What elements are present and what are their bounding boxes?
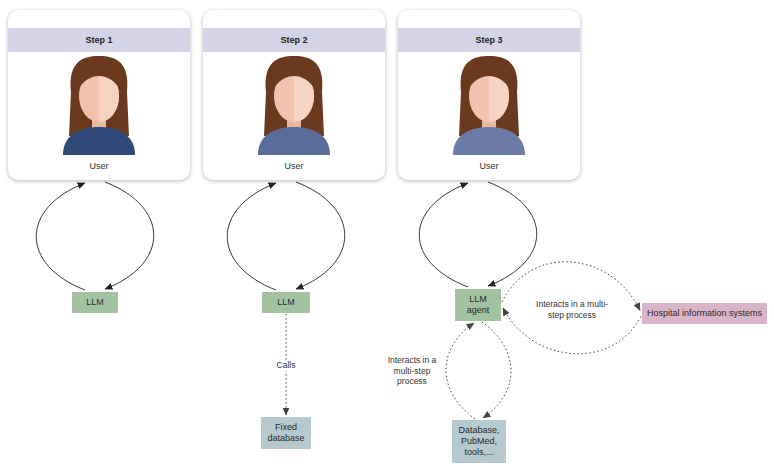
connector xyxy=(227,183,276,290)
connector-stroke xyxy=(419,183,468,287)
edge-label-holder: Calls xyxy=(266,360,306,371)
box-label: LLM agent xyxy=(460,294,496,316)
box-label: Hospital information systems xyxy=(647,308,762,319)
box-label: LLM xyxy=(77,297,113,308)
step-title: Step 2 xyxy=(280,35,307,45)
user-label: User xyxy=(479,161,498,171)
step-card: User Step 3 xyxy=(398,10,580,180)
user-label: User xyxy=(89,161,108,171)
connector xyxy=(296,182,345,289)
step-title: Step 3 xyxy=(475,35,502,45)
box-label: Database, PubMed, tools,... xyxy=(457,425,501,458)
connector xyxy=(419,183,468,287)
connector-stroke xyxy=(105,182,154,289)
connector xyxy=(502,262,641,354)
connector-stroke xyxy=(296,182,345,289)
step-title: Step 1 xyxy=(85,35,112,45)
step-header: Step 2 xyxy=(203,28,385,52)
connector xyxy=(488,182,537,286)
connector-stroke xyxy=(446,323,475,419)
tools-box: Database, PubMed, tools,... xyxy=(452,420,506,463)
step-header: Step 3 xyxy=(398,28,580,52)
connector-stroke xyxy=(482,322,511,418)
connector xyxy=(446,322,511,419)
connector-stroke xyxy=(488,182,537,286)
edge-label-holder: Interacts in a multi-step process xyxy=(382,355,442,387)
connector xyxy=(36,183,85,290)
database-box: Fixed database xyxy=(261,417,311,449)
box-label: LLM xyxy=(267,297,305,308)
step-card: User Step 1 xyxy=(8,10,190,180)
connector-stroke xyxy=(227,183,276,290)
system-box: Hospital information systems xyxy=(642,303,767,324)
edge-label: Interacts in a multi-step process xyxy=(529,299,615,320)
edge-label-holder: Interacts in a multi-step process xyxy=(529,299,615,320)
connector xyxy=(105,182,154,289)
edge-label: Interacts in a multi-step process xyxy=(382,355,442,387)
llm-agent-box: LLM agent xyxy=(455,289,501,321)
user-label: User xyxy=(284,161,303,171)
llm-box: LLM xyxy=(72,292,118,313)
step-card: User Step 2 xyxy=(203,10,385,180)
step-header: Step 1 xyxy=(8,28,190,52)
connector-stroke xyxy=(36,183,85,290)
llm-box: LLM xyxy=(262,292,310,313)
edge-label: Calls xyxy=(266,360,306,371)
box-label: Fixed database xyxy=(266,422,306,444)
